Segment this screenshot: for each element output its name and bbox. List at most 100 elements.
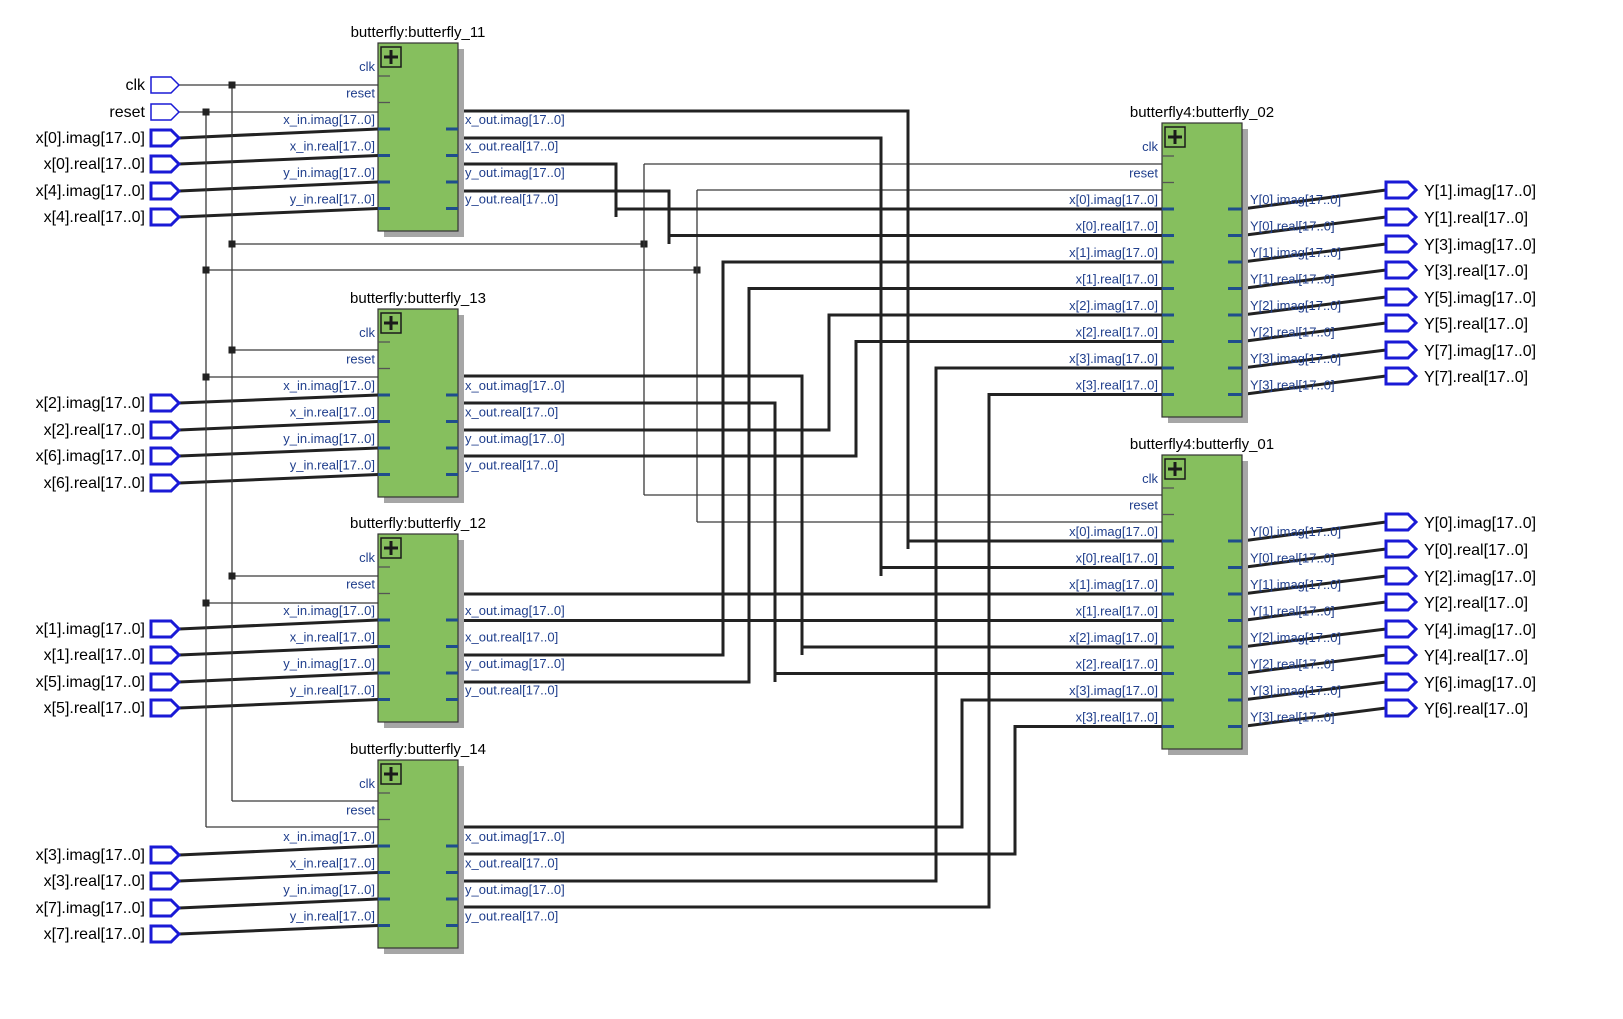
output-port-shape[interactable] — [1384, 287, 1419, 307]
input-port[interactable]: x[4].imag[17..0] — [36, 181, 182, 201]
output-port-shape[interactable] — [1384, 698, 1419, 718]
output-port[interactable]: Y[7].real[17..0] — [1384, 366, 1528, 386]
input-port-shape[interactable] — [149, 619, 182, 639]
input-port-shape[interactable] — [149, 645, 182, 665]
input-port[interactable]: x[2].imag[17..0] — [36, 393, 182, 413]
input-port-shape[interactable] — [149, 845, 182, 865]
input-port-shape[interactable] — [149, 128, 182, 148]
stage-bus-wire — [458, 401, 1162, 682]
output-port-shape[interactable] — [1384, 539, 1419, 559]
input-port-shape[interactable] — [149, 672, 182, 692]
output-port[interactable]: Y[4].imag[17..0] — [1384, 619, 1536, 639]
block-body[interactable] — [377, 42, 459, 232]
input-port[interactable]: reset — [109, 103, 181, 121]
input-port[interactable]: x[6].imag[17..0] — [36, 446, 182, 466]
output-port-shape[interactable] — [1384, 672, 1419, 692]
output-port[interactable]: Y[1].imag[17..0] — [1384, 180, 1536, 200]
input-port[interactable]: clk — [125, 76, 181, 94]
output-port-shape[interactable] — [1384, 180, 1419, 200]
input-port-shape[interactable] — [149, 420, 182, 440]
block-b14[interactable]: butterfly:butterfly_14clkresetx_in.imag[… — [283, 741, 565, 954]
output-port-shape[interactable] — [1384, 645, 1419, 665]
input-port-shape[interactable] — [149, 924, 182, 944]
stage-bus-wire — [458, 725, 1162, 856]
block-body[interactable] — [1161, 122, 1243, 418]
input-port[interactable]: x[0].imag[17..0] — [36, 128, 182, 148]
output-port-shape[interactable] — [1384, 313, 1419, 333]
input-port-shape[interactable] — [149, 393, 182, 413]
input-port-shape[interactable] — [149, 473, 182, 493]
input-port[interactable]: x[7].imag[17..0] — [36, 898, 182, 918]
input-pin-label: x[1].imag[17..0] — [1069, 245, 1158, 260]
output-port-shape[interactable] — [1384, 366, 1419, 386]
input-port[interactable]: x[1].imag[17..0] — [36, 619, 182, 639]
input-port[interactable]: x[2].real[17..0] — [44, 420, 182, 440]
input-port[interactable]: x[5].real[17..0] — [44, 698, 182, 718]
input-port-shape[interactable] — [149, 446, 182, 466]
input-port-label: x[7].real[17..0] — [44, 926, 145, 943]
output-port[interactable]: Y[3].real[17..0] — [1384, 260, 1528, 280]
input-port-shape[interactable] — [149, 898, 182, 918]
output-port[interactable]: Y[2].real[17..0] — [1384, 592, 1528, 612]
input-port-shape[interactable] — [149, 207, 182, 227]
block-body[interactable] — [377, 308, 459, 498]
output-port-shape[interactable] — [1384, 592, 1419, 612]
output-port[interactable]: Y[3].imag[17..0] — [1384, 234, 1536, 254]
plus-box-icon[interactable] — [1164, 458, 1186, 480]
output-port-shape[interactable] — [1384, 234, 1419, 254]
input-port[interactable]: x[4].real[17..0] — [44, 207, 182, 227]
plus-box-icon[interactable] — [1164, 126, 1186, 148]
plus-box-icon[interactable] — [380, 763, 402, 785]
output-port-label: Y[3].imag[17..0] — [1424, 237, 1536, 254]
output-pin-label: x_out.imag[17..0] — [465, 378, 565, 393]
block-b12[interactable]: butterfly:butterfly_12clkresetx_in.imag[… — [283, 515, 565, 728]
input-port-shape[interactable] — [149, 181, 182, 201]
input-port-shape[interactable] — [150, 103, 181, 121]
input-port[interactable]: x[1].real[17..0] — [44, 645, 182, 665]
input-port-shape[interactable] — [150, 76, 181, 94]
output-port-shape[interactable] — [1384, 619, 1419, 639]
block-b02[interactable]: butterfly4:butterfly_02clkresetx[0].imag… — [1069, 104, 1341, 423]
input-port-shape[interactable] — [149, 154, 182, 174]
input-port[interactable]: x[6].real[17..0] — [44, 473, 182, 493]
plus-box-icon[interactable] — [380, 46, 402, 68]
block-b01[interactable]: butterfly4:butterfly_01clkresetx[0].imag… — [1069, 436, 1341, 755]
output-port-shape[interactable] — [1384, 340, 1419, 360]
output-port-shape[interactable] — [1384, 207, 1419, 227]
input-port[interactable]: x[5].imag[17..0] — [36, 672, 182, 692]
output-port[interactable]: Y[0].real[17..0] — [1384, 539, 1528, 559]
output-port[interactable]: Y[1].real[17..0] — [1384, 207, 1528, 227]
output-port[interactable]: Y[4].real[17..0] — [1384, 645, 1528, 665]
output-pin-label: Y[3].real[17..0] — [1250, 710, 1335, 725]
output-port-shape[interactable] — [1384, 260, 1419, 280]
output-port-shape[interactable] — [1384, 566, 1419, 586]
block-title: butterfly4:butterfly_01 — [1130, 436, 1274, 453]
output-port[interactable]: Y[2].imag[17..0] — [1384, 566, 1536, 586]
stage-bus-wire — [458, 260, 1162, 657]
output-pin-label: Y[2].imag[17..0] — [1250, 298, 1341, 313]
output-pin-label: Y[1].imag[17..0] — [1250, 245, 1341, 260]
output-port[interactable]: Y[7].imag[17..0] — [1384, 340, 1536, 360]
plus-box-icon[interactable] — [380, 312, 402, 334]
input-port[interactable]: x[3].imag[17..0] — [36, 845, 182, 865]
output-port[interactable]: Y[6].real[17..0] — [1384, 698, 1528, 718]
output-port[interactable]: Y[0].imag[17..0] — [1384, 512, 1536, 532]
input-port-shape[interactable] — [149, 698, 182, 718]
input-bus-wire — [178, 698, 379, 710]
plus-box-icon[interactable] — [380, 537, 402, 559]
output-port[interactable]: Y[5].real[17..0] — [1384, 313, 1528, 333]
input-port[interactable]: x[0].real[17..0] — [44, 154, 182, 174]
block-body[interactable] — [377, 533, 459, 723]
output-pin-label: x_out.imag[17..0] — [465, 829, 565, 844]
block-b11[interactable]: butterfly:butterfly_11clkresetx_in.imag[… — [283, 24, 565, 237]
output-port[interactable]: Y[5].imag[17..0] — [1384, 287, 1536, 307]
input-port[interactable]: x[7].real[17..0] — [44, 924, 182, 944]
block-body[interactable] — [1161, 454, 1243, 750]
block-b13[interactable]: butterfly:butterfly_13clkresetx_in.imag[… — [283, 290, 565, 503]
block-body[interactable] — [377, 759, 459, 949]
output-port[interactable]: Y[6].imag[17..0] — [1384, 672, 1536, 692]
input-port[interactable]: x[3].real[17..0] — [44, 871, 182, 891]
output-port-shape[interactable] — [1384, 512, 1419, 532]
input-port-shape[interactable] — [149, 871, 182, 891]
input-pin-label: x[1].imag[17..0] — [1069, 577, 1158, 592]
